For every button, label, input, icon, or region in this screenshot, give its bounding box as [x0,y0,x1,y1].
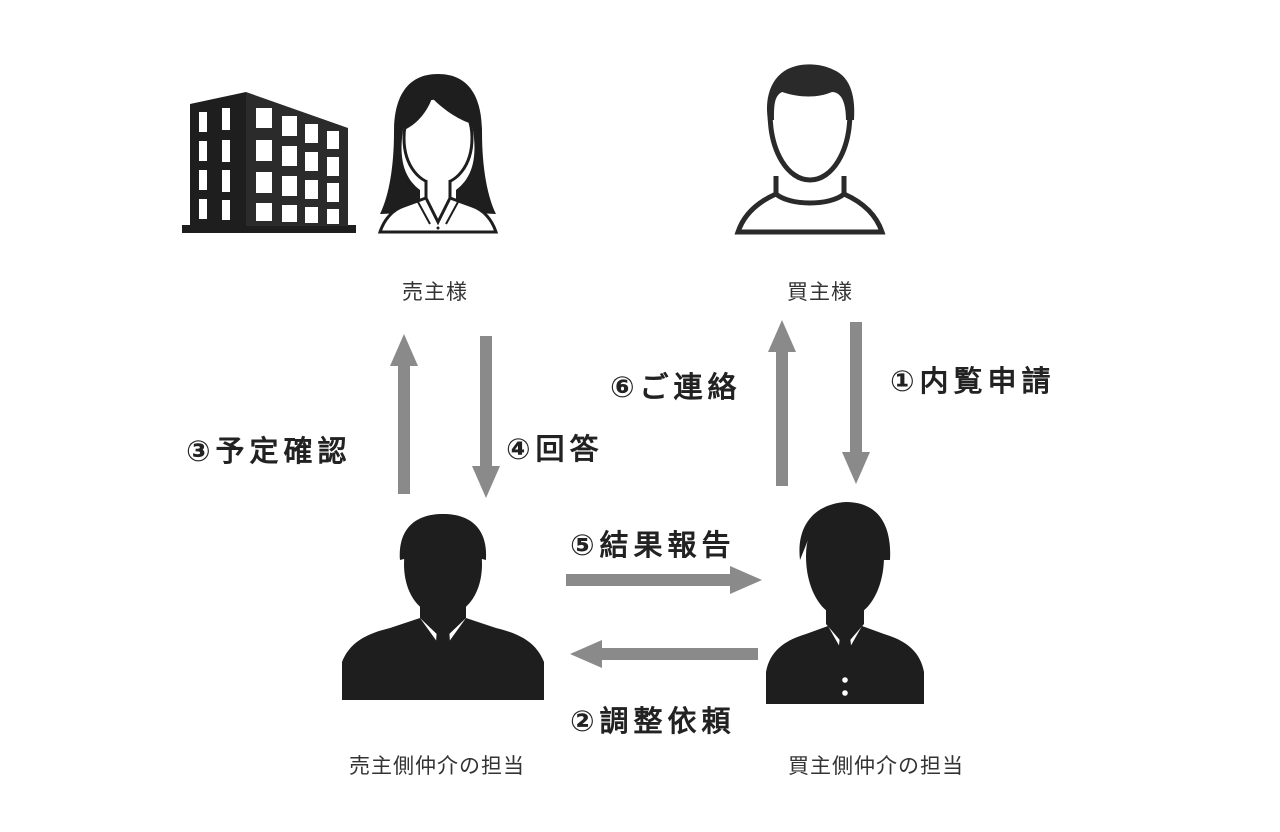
step6-label: ⑥ご連絡 [610,370,742,404]
arrow-step1-down [842,322,870,484]
buyer-agent-label: 買主側仲介の担当 [788,754,964,778]
building-icon [182,92,356,233]
buyer-agent-businessman-icon [766,502,924,704]
step3-label: ③予定確認 [186,434,352,468]
arrow-step4-down [472,336,500,498]
woman-icon [377,74,499,234]
step1-label: ①内覧申請 [890,364,1056,398]
seller-agent-label: 売主側仲介の担当 [349,754,525,778]
arrow-step3-up [390,334,418,494]
arrow-step2-left [570,640,758,668]
arrow-step6-up [768,320,796,486]
step4-label: ④回答 [506,432,604,466]
arrow-step5-right [566,566,762,594]
step2-label: ②調整依頼 [570,704,736,738]
man-outline-icon [734,64,886,235]
step5-label: ⑤結果報告 [570,528,736,562]
seller-agent-businessman-icon [342,514,544,700]
buyer-label: 買主様 [787,280,853,304]
seller-label: 売主様 [402,280,468,304]
